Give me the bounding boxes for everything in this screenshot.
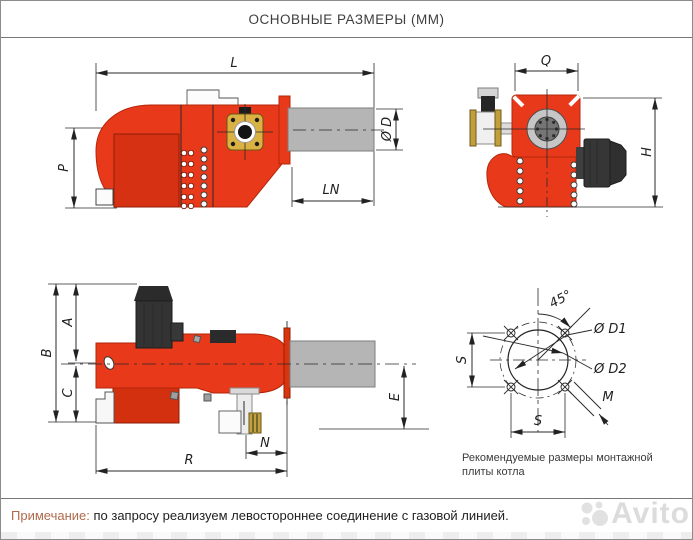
dim-label-R: R bbox=[184, 453, 193, 468]
plate-caption-line2: плиты котла bbox=[462, 466, 526, 478]
motor-top bbox=[134, 286, 184, 349]
note: Примечание: по запросу реализуем левосто… bbox=[11, 508, 509, 523]
avito-watermark: Avito bbox=[577, 497, 690, 531]
dim-label-angle: 45° bbox=[547, 288, 574, 312]
front-view: Q bbox=[469, 54, 663, 217]
bolt-holes bbox=[503, 325, 573, 395]
note-label: Примечание: bbox=[11, 508, 90, 523]
gas-train-box bbox=[112, 384, 180, 424]
dim-label-B: B bbox=[40, 348, 55, 357]
bolt-dots bbox=[180, 146, 208, 210]
bolt-detail bbox=[203, 393, 212, 402]
air-damper-valve bbox=[217, 104, 273, 160]
footer-note-row: Примечание: по запросу реализуем левосто… bbox=[1, 497, 692, 535]
dim-label-D2: Ø D2 bbox=[593, 362, 627, 377]
dim-label-OD: Ø D bbox=[380, 117, 395, 142]
title-bar: ОСНОВНЫЕ РАЗМЕРЫ (ММ) bbox=[1, 1, 692, 38]
dim-label-P: P bbox=[57, 164, 72, 172]
avito-watermark-text: Avito bbox=[611, 497, 690, 530]
blast-tube-side bbox=[287, 107, 375, 152]
note-text: по запросу реализуем левостороннее соеди… bbox=[89, 508, 509, 523]
corner-notch-right bbox=[568, 94, 581, 107]
angle-arc bbox=[537, 313, 571, 328]
dim-label-LN: LN bbox=[323, 183, 340, 198]
dim-label-C: C bbox=[61, 388, 76, 398]
burner-body-front bbox=[486, 153, 577, 208]
valve-bracket bbox=[186, 89, 239, 106]
bolt-detail bbox=[192, 334, 202, 344]
side-view: L P bbox=[57, 56, 403, 210]
ignition-assembly bbox=[218, 387, 262, 435]
top-view: B A C bbox=[40, 283, 429, 477]
mounting-flange-top bbox=[283, 327, 291, 399]
dim-label-S-vertical: S bbox=[455, 356, 470, 364]
motor-front bbox=[576, 138, 627, 188]
junction-box bbox=[95, 188, 114, 206]
dim-label-E: E bbox=[388, 392, 403, 401]
avito-logo-icon bbox=[581, 501, 609, 526]
dim-label-D1: Ø D1 bbox=[593, 322, 627, 337]
body-cover-panel bbox=[113, 133, 180, 208]
dim-label-L: L bbox=[230, 56, 237, 71]
corner-notch-left bbox=[512, 95, 525, 108]
sight-glass bbox=[103, 356, 115, 370]
mounting-plate-view: 45° Ø D1 Ø D2 S S M Реком bbox=[455, 288, 653, 478]
page-title: ОСНОВНЫЕ РАЗМЕРЫ (ММ) bbox=[248, 11, 445, 27]
bolt-detail bbox=[169, 390, 180, 401]
bracket-top-view bbox=[95, 391, 115, 424]
dim-label-A: A bbox=[61, 318, 76, 328]
burner-body-top bbox=[95, 333, 285, 394]
dim-label-M: M bbox=[602, 390, 613, 405]
control-box bbox=[210, 330, 236, 343]
dim-label-S-horizontal: S bbox=[534, 414, 542, 429]
dim-label-Q: Q bbox=[541, 54, 551, 69]
dim-label-N: N bbox=[260, 436, 270, 451]
plate-opening-circle bbox=[507, 329, 569, 391]
bottom-artifact-strip bbox=[1, 532, 692, 539]
plate-caption-line1: Рекомендуемые размеры монтажной bbox=[462, 452, 653, 464]
front-bolt-dots bbox=[516, 157, 578, 208]
gas-valve-assembly bbox=[469, 87, 514, 147]
dim-label-H: H bbox=[640, 147, 655, 157]
